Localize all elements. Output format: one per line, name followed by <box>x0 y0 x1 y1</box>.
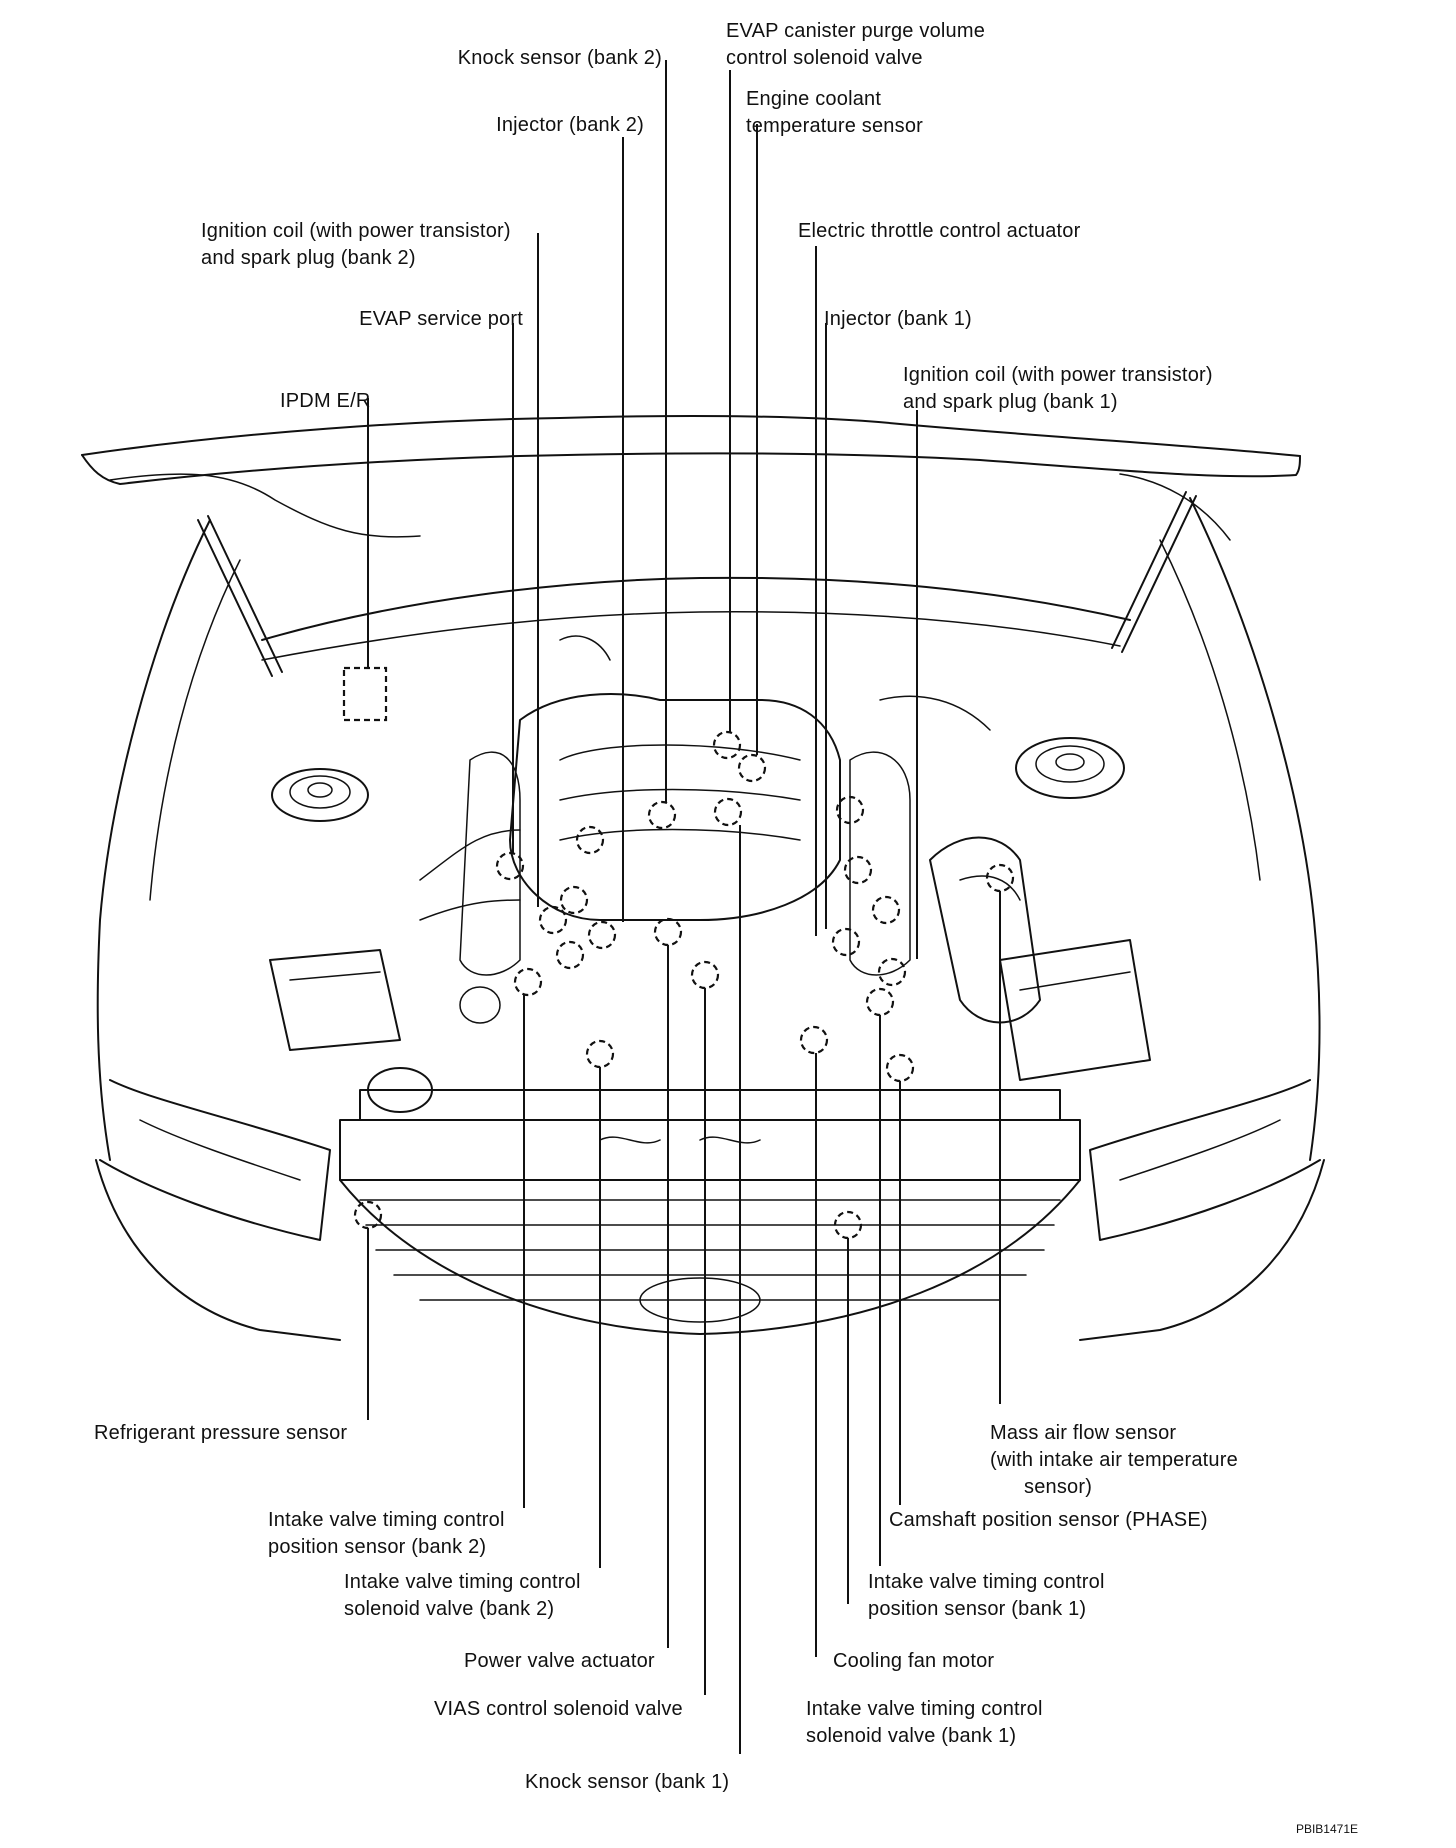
ignition-coil-bank1-marker <box>877 957 907 987</box>
component-locations <box>342 666 1015 1240</box>
label-engine-coolant-sensor: Engine coolant temperature sensor <box>746 88 924 137</box>
label-ignition-coil-bank2: Ignition coil (with power transistor) an… <box>201 220 511 269</box>
vias-valve-marker <box>690 960 720 990</box>
label-ivt-solenoid-bank1: Intake valve timing control solenoid val… <box>806 1698 1043 1747</box>
label-injector-bank1: Injector (bank 1) <box>824 308 972 330</box>
label-ignition-coil-bank1: Ignition coil (with power transistor) an… <box>903 364 1213 413</box>
ivt-solenoid-bank1-marker <box>799 1025 829 1055</box>
evap-purge-valve-marker <box>712 730 742 760</box>
label-electric-throttle-actuator: Electric throttle control actuator <box>798 220 1081 242</box>
coolant-temp-sensor-marker <box>737 753 767 783</box>
power-valve-marker <box>653 917 683 947</box>
label-knock-sensor-bank1: Knock sensor (bank 1) <box>525 1771 730 1793</box>
label-ivt-position-sensor-bank1: Intake valve timing control position sen… <box>868 1571 1105 1620</box>
label-evap-service-port: EVAP service port <box>359 308 523 330</box>
knock-sensor-bank2-marker <box>647 800 677 830</box>
label-cooling-fan-motor: Cooling fan motor <box>833 1650 995 1672</box>
label-camshaft-position-sensor: Camshaft position sensor (PHASE) <box>889 1509 1208 1531</box>
figure-code: PBIB1471E <box>1295 1822 1358 1836</box>
knock-sensor-bank1-marker <box>713 797 743 827</box>
evap-service-port-marker <box>495 851 525 881</box>
engine-bay-outline <box>81 415 1325 1341</box>
camshaft-sensor-marker <box>885 1053 915 1083</box>
label-ipdm-er: IPDM E/R <box>280 390 371 412</box>
ivt-solenoid-bank2-marker <box>585 1039 615 1069</box>
label-vias-solenoid-valve: VIAS control solenoid valve <box>434 1698 683 1720</box>
ivt-position-sensor-bank1-marker <box>865 987 895 1017</box>
injector-bank1-marker <box>831 927 861 957</box>
maf-sensor-marker <box>985 863 1015 893</box>
label-injector-bank2: Injector (bank 2) <box>496 114 644 136</box>
label-refrigerant-sensor: Refrigerant pressure sensor <box>94 1422 348 1444</box>
label-evap-purge-valve: EVAP canister purge volume control solen… <box>726 20 986 69</box>
ignition-coil-bank2-marker <box>538 905 568 935</box>
label-mass-air-flow-sensor: Mass air flow sensor (with intake air te… <box>990 1422 1238 1498</box>
label-power-valve-actuator: Power valve actuator <box>464 1650 655 1672</box>
label-ivt-solenoid-bank2: Intake valve timing control solenoid val… <box>344 1571 581 1620</box>
ipdm-location-marker <box>342 666 388 722</box>
label-knock-sensor-bank2: Knock sensor (bank 2) <box>457 47 662 69</box>
label-ivt-position-sensor-bank2: Intake valve timing control position sen… <box>268 1509 505 1558</box>
refrigerant-sensor-marker <box>353 1200 383 1230</box>
ivt-position-sensor-bank2-marker <box>513 967 543 997</box>
leader-lines <box>367 60 1001 1754</box>
injector-bank2-marker <box>587 920 617 950</box>
